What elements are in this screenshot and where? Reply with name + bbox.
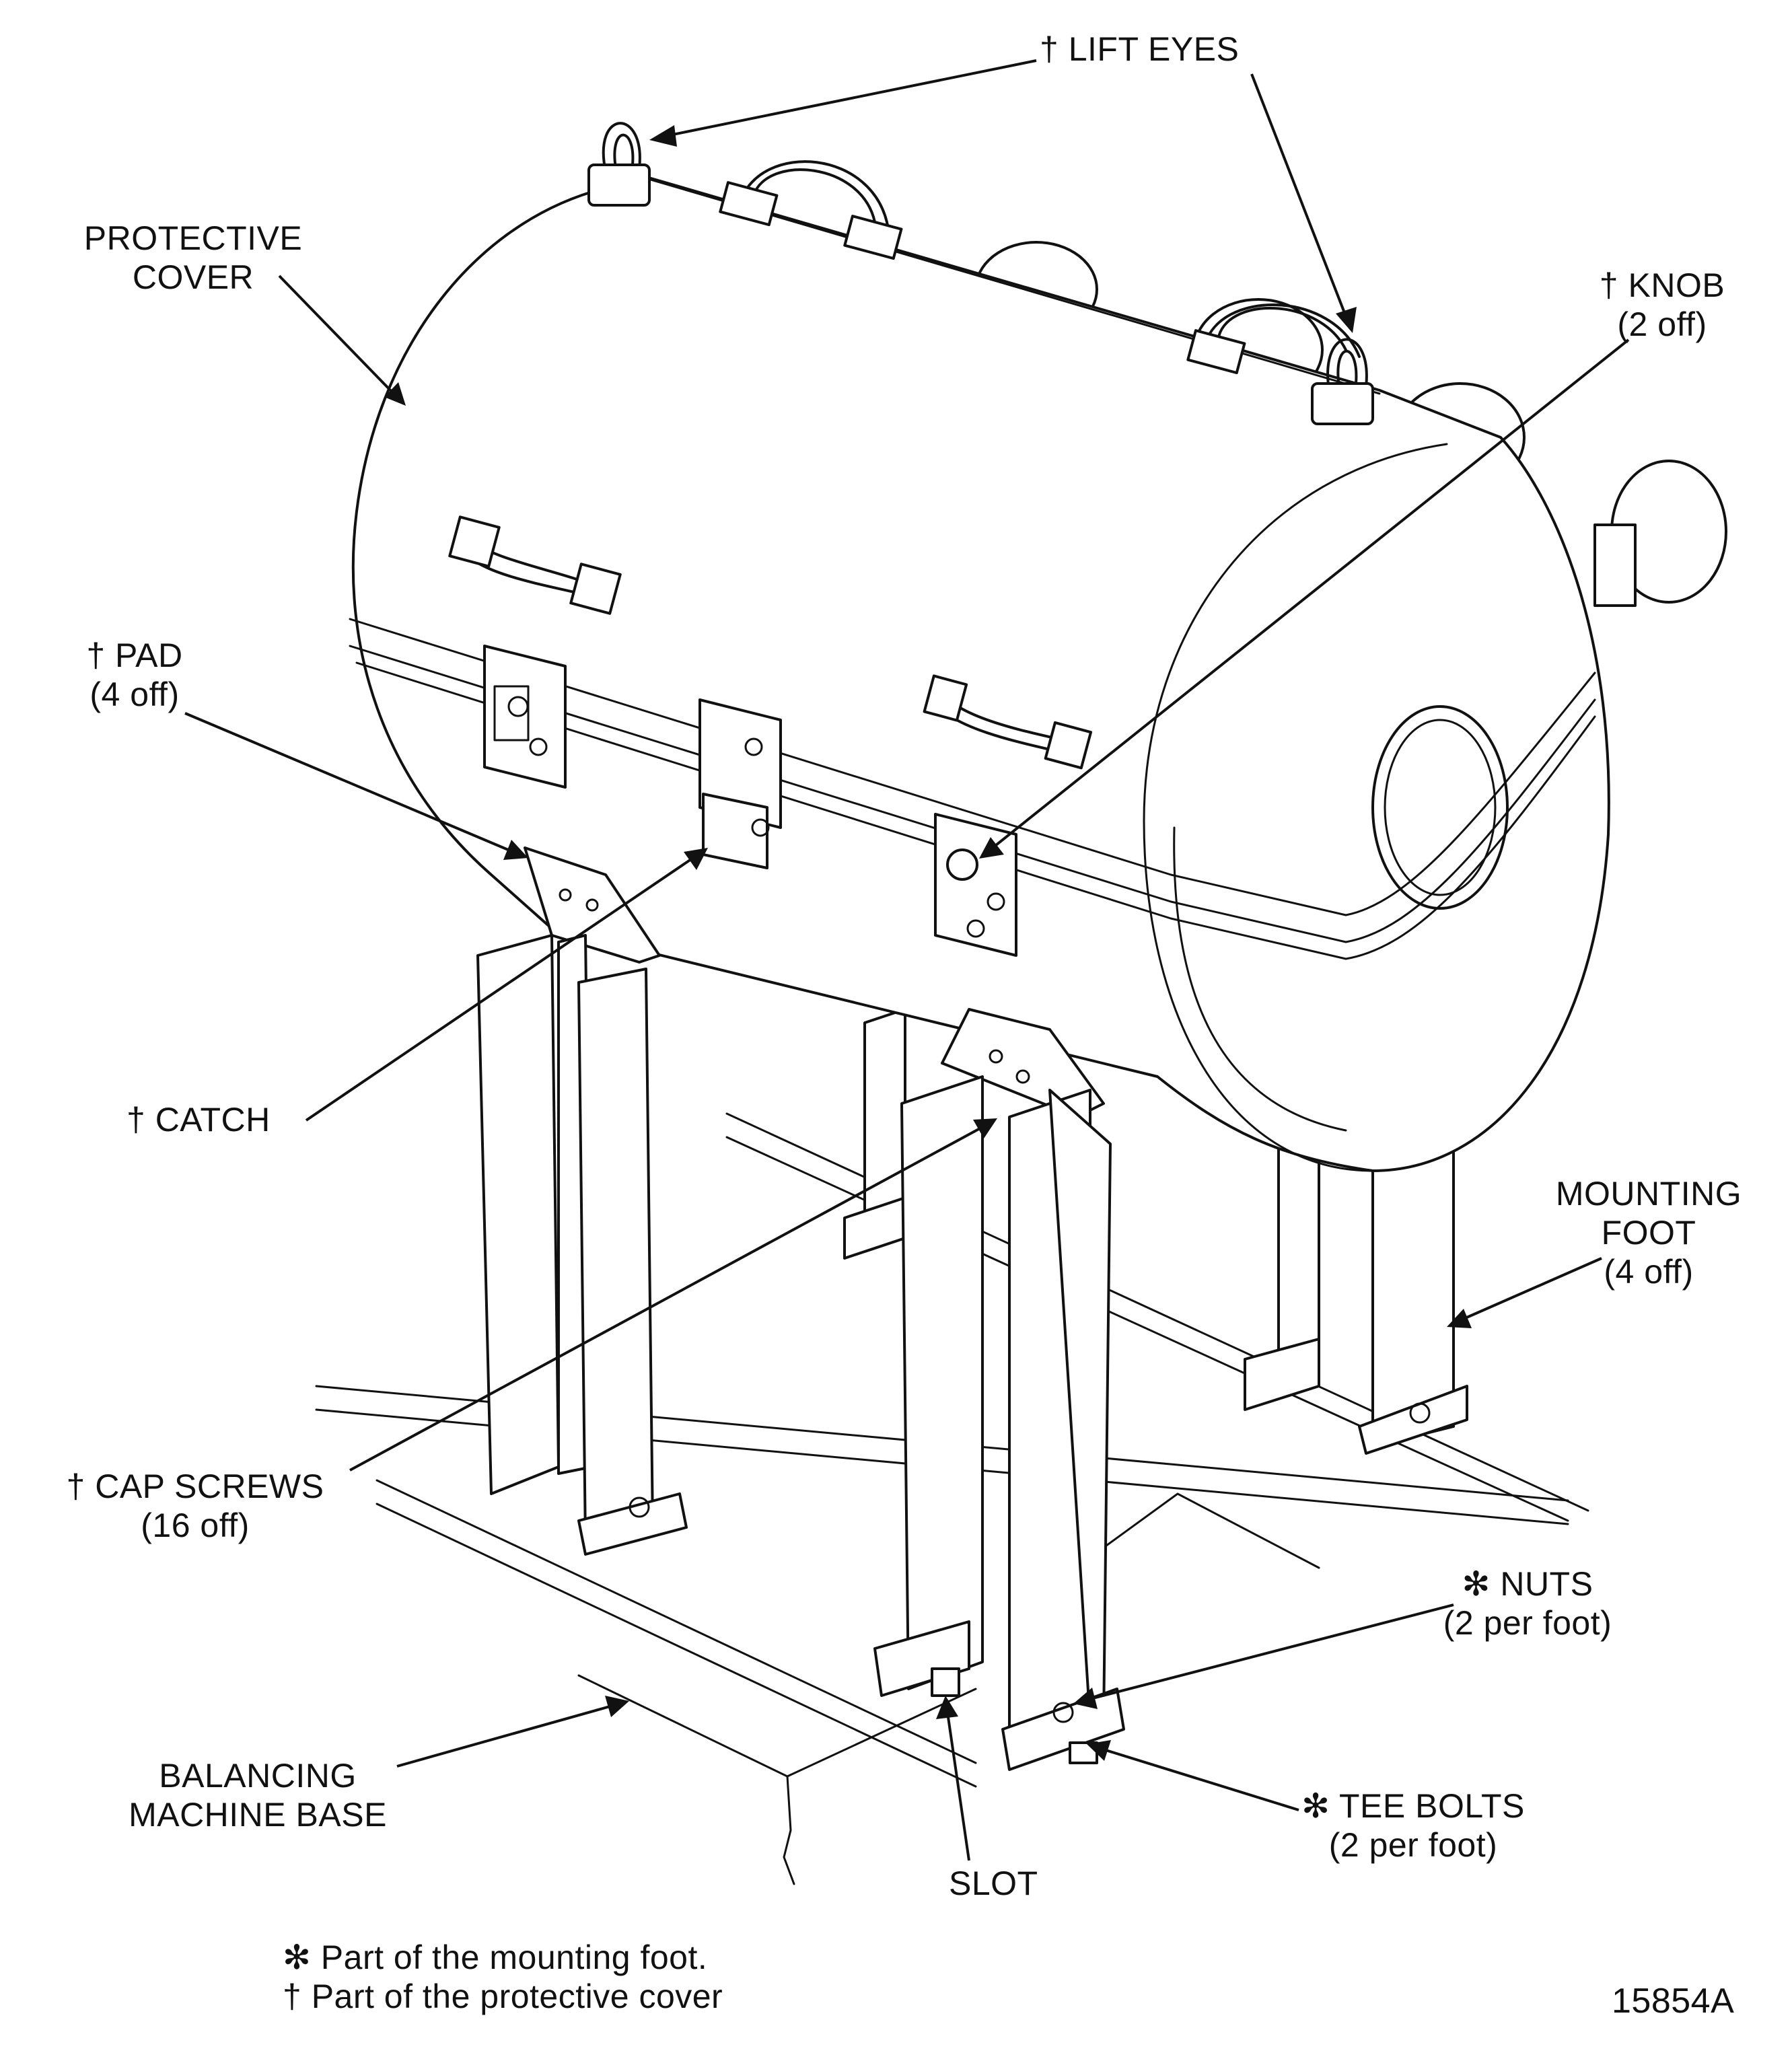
nuts-line2: (2 per foot) <box>1443 1604 1612 1642</box>
balancing-machine-base-label: BALANCING MACHINE BASE <box>100 1756 416 1834</box>
legend-cover-note: † Part of the protective cover <box>283 1978 723 2015</box>
protective-cover-line2: COVER <box>132 258 254 296</box>
slot-label: SLOT <box>949 1864 1038 1903</box>
figure-number-text: 15854A <box>1612 1982 1735 2021</box>
cap-screws-line1: † CAP SCREWS <box>66 1468 324 1505</box>
machine-base-block <box>577 1492 1320 1885</box>
leader-lines <box>184 59 1630 1861</box>
front-mounting-feet <box>476 934 1125 1771</box>
pad-line2: (4 off) <box>89 676 180 713</box>
legend-foot-note: ✻ Part of the mounting foot. <box>283 1939 708 1976</box>
mounting-foot-line2: FOOT <box>1601 1214 1696 1252</box>
mounting-foot-line3: (4 off) <box>1604 1253 1694 1291</box>
mounting-foot-line1: MOUNTING <box>1555 1175 1742 1213</box>
base-line1: BALANCING <box>159 1757 357 1795</box>
legend: ✻ Part of the mounting foot. † Part of t… <box>283 1938 723 2016</box>
tee-bolts-label: ✻ TEE BOLTS (2 per foot) <box>1279 1786 1548 1865</box>
lift-eyes <box>587 122 1374 425</box>
slot-text: SLOT <box>949 1865 1038 1902</box>
cap-screws-label: † CAP SCREWS (16 off) <box>47 1467 343 1545</box>
protective-cover-label: PROTECTIVE COVER <box>75 219 311 297</box>
nuts-label: ✻ NUTS (2 per foot) <box>1420 1564 1635 1642</box>
pad-label: † PAD (4 off) <box>64 636 205 714</box>
lift-eyes-label: † LIFT EYES <box>1040 30 1239 69</box>
catch-label: † CATCH <box>127 1100 271 1139</box>
knob-line1: † KNOB <box>1599 266 1725 304</box>
figure-number: 15854A <box>1612 1982 1734 2021</box>
base-line2: MACHINE BASE <box>129 1796 387 1834</box>
mounting-foot-label: MOUNTING FOOT (4 off) <box>1528 1174 1770 1291</box>
cap-screws-line2: (16 off) <box>141 1507 250 1544</box>
nuts-line1: ✻ NUTS <box>1462 1565 1593 1603</box>
catch-text: † CATCH <box>127 1101 271 1138</box>
tee-bolts-line2: (2 per foot) <box>1328 1826 1498 1864</box>
pad-line1: † PAD <box>86 637 183 674</box>
drum-handles <box>448 160 1361 770</box>
protective-cover-line1: PROTECTIVE <box>83 219 303 257</box>
tee-bolts-line1: ✻ TEE BOLTS <box>1301 1787 1525 1825</box>
lift-eyes-text: † LIFT EYES <box>1040 30 1240 68</box>
knob-line2: (2 off) <box>1617 305 1707 343</box>
knob-label: † KNOB (2 off) <box>1575 266 1750 344</box>
